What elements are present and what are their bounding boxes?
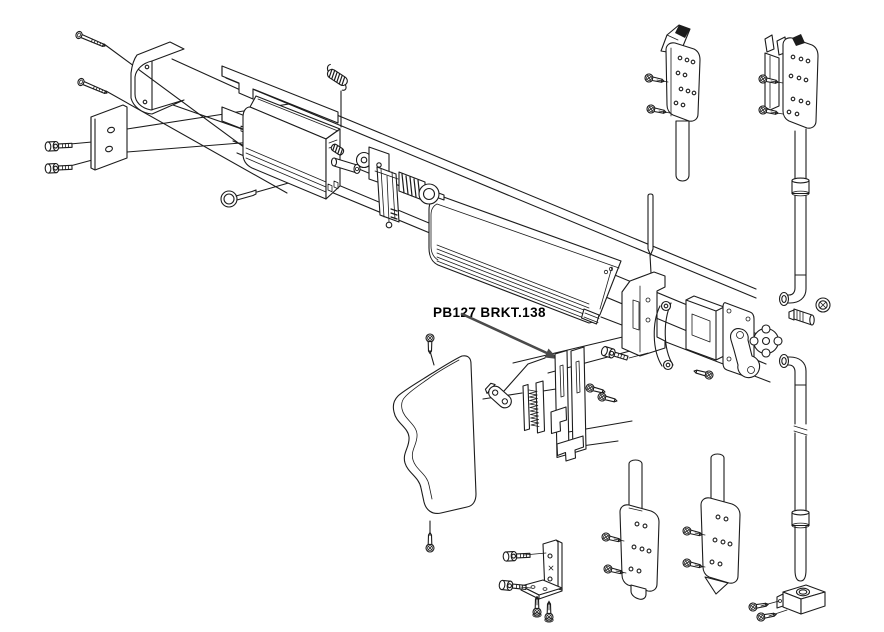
top-latch-right <box>757 34 819 129</box>
top-latch-left <box>643 24 701 182</box>
end-cap <box>130 41 185 115</box>
vertical-pin <box>647 193 654 256</box>
dogging-key <box>220 189 257 208</box>
spring <box>326 63 348 91</box>
machine-screw-2 <box>76 76 109 97</box>
machine-screw-1 <box>74 29 107 50</box>
part-label: PB127 BRKT.138 <box>433 305 546 320</box>
rod-elbow-top <box>778 274 807 307</box>
latch-mechanism <box>330 143 445 229</box>
rod-elbow-bottom <box>778 353 807 386</box>
socket-screw-1 <box>44 140 73 152</box>
floor-bracket <box>498 539 563 623</box>
paddle-screw-bottom <box>425 531 435 553</box>
bar-housing <box>242 95 341 200</box>
vertical-rod-top <box>791 128 810 276</box>
paddle-screw-top <box>425 333 435 355</box>
vertical-rod-bottom <box>791 384 810 582</box>
pb127-bracket <box>550 346 587 462</box>
part-callout: PB127 BRKT.138 <box>433 305 558 359</box>
link-plate <box>484 382 512 409</box>
rod-bushing <box>788 308 815 326</box>
mount-bracket <box>90 104 128 171</box>
coil-spring <box>522 380 546 434</box>
push-paddle <box>392 355 477 514</box>
push-bar-cover <box>428 194 622 325</box>
center-case <box>584 271 783 406</box>
bottom-latch-left <box>600 459 660 600</box>
button-cap <box>815 297 831 313</box>
socket-screw-2 <box>44 162 73 174</box>
rod-guide-block <box>747 584 826 623</box>
callout-arrow <box>460 312 551 356</box>
bottom-latch-right <box>681 453 741 595</box>
